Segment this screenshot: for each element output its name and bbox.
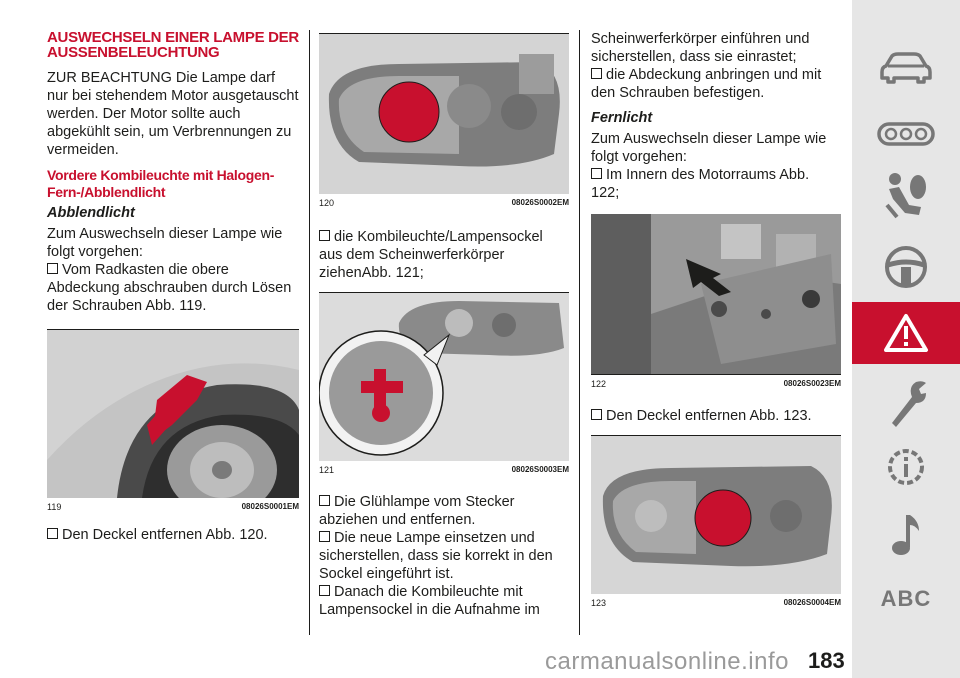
sidebar-item-dashboard[interactable] bbox=[852, 103, 960, 165]
checkbox-bullet-icon bbox=[47, 263, 58, 274]
sidebar-item-index[interactable]: ABC bbox=[852, 568, 960, 630]
figure-image bbox=[319, 34, 569, 194]
figure-number: 121 bbox=[319, 465, 335, 475]
checkbox-bullet-icon bbox=[47, 528, 58, 539]
step-item: Den Deckel entfernen Abb. 120. bbox=[47, 526, 299, 544]
figure-number: 119 bbox=[47, 502, 62, 512]
figure-code: 08026S0002EM bbox=[511, 198, 569, 207]
dashboard-icon bbox=[877, 122, 935, 146]
safety-note: ZUR BEACHTUNG Die Lampe darf nur bei ste… bbox=[47, 70, 299, 158]
sidebar-item-safety[interactable] bbox=[852, 165, 960, 227]
checkbox-bullet-icon bbox=[319, 495, 330, 506]
music-note-icon bbox=[892, 515, 919, 555]
checkbox-bullet-icon bbox=[591, 409, 602, 420]
watermark: carmanualsonline.info bbox=[545, 648, 789, 675]
sidebar-item-car[interactable] bbox=[852, 38, 960, 100]
figure-code: 08026S0004EM bbox=[783, 598, 841, 607]
page-number: 183 bbox=[808, 648, 845, 673]
checkbox-bullet-icon bbox=[319, 230, 330, 241]
sidebar-item-emergency[interactable] bbox=[852, 302, 960, 364]
checkbox-bullet-icon bbox=[319, 585, 330, 596]
figure-123: 123 08026S0004EM bbox=[591, 435, 841, 610]
steering-wheel-icon bbox=[885, 246, 927, 288]
column-divider bbox=[579, 30, 580, 635]
step-item: Danach die Kombileuchte mit Lampensockel… bbox=[319, 584, 540, 618]
figure-number: 122 bbox=[591, 379, 607, 389]
figure-code: 08026S0023EM bbox=[783, 379, 841, 388]
figure-image bbox=[319, 293, 569, 461]
sidebar-item-steering[interactable] bbox=[852, 236, 960, 298]
figure-number: 120 bbox=[319, 198, 335, 208]
high-beam-heading: Fernlicht bbox=[591, 110, 653, 126]
low-beam-intro: Zum Auswechseln dieser Lampe wie folgt v… bbox=[47, 226, 283, 260]
sidebar-item-multimedia[interactable] bbox=[852, 504, 960, 566]
column-divider bbox=[309, 30, 310, 635]
checkbox-bullet-icon bbox=[591, 168, 602, 179]
manual-page: AUSWECHSELN EINER LAMPE DER AUSSENBELEUC… bbox=[47, 30, 845, 675]
abc-index-icon: ABC bbox=[880, 586, 932, 611]
figure-code: 08026S0001EM bbox=[241, 502, 299, 511]
figure-code: 08026S0003EM bbox=[511, 465, 569, 474]
figure-119: 119 08026S0001EM bbox=[47, 329, 299, 514]
figure-121: 121 08026S0003EM bbox=[319, 292, 569, 477]
info-gear-icon bbox=[888, 449, 924, 485]
sidebar-item-technical-data[interactable] bbox=[852, 436, 960, 498]
figure-image bbox=[591, 214, 841, 374]
column-2: 120 08026S0002EM die Kombileuchte/Lampen… bbox=[319, 33, 569, 619]
step-item: Die neue Lampe einsetzen und sicherstell… bbox=[319, 530, 553, 582]
warning-triangle-icon bbox=[884, 314, 928, 352]
step-item: Im Innern des Motorraums Abb. 122; bbox=[591, 167, 810, 201]
column-3: Scheinwerferkörper einführen und sichers… bbox=[591, 30, 841, 610]
car-icon bbox=[880, 52, 932, 84]
high-beam-intro: Zum Auswechseln dieser Lampe wie folgt v… bbox=[591, 131, 827, 165]
step-item: die Abdeckung anbringen und mit den Schr… bbox=[591, 67, 822, 101]
checkbox-bullet-icon bbox=[591, 68, 602, 79]
airbag-safety-icon bbox=[885, 173, 926, 219]
step-item: Den Deckel entfernen Abb. 123. bbox=[591, 407, 841, 425]
step-item: Die Glühlampe vom Stecker abziehen und e… bbox=[319, 494, 515, 528]
step-item: die Kombileuchte/Lampensockel aus dem Sc… bbox=[319, 229, 543, 281]
section-title: AUSWECHSELN EINER LAMPE DER AUSSENBELEUC… bbox=[47, 29, 299, 61]
sub-heading: Vordere Kombileuchte mit Halogen-Fern-/A… bbox=[47, 167, 275, 200]
sidebar-item-maintenance[interactable] bbox=[852, 372, 960, 434]
figure-image bbox=[47, 330, 299, 498]
chapter-sidebar: ABC bbox=[852, 0, 960, 678]
figure-122: 122 08026S0023EM bbox=[591, 214, 841, 391]
low-beam-heading: Abblendlicht bbox=[47, 205, 135, 221]
figure-120: 120 08026S0002EM bbox=[319, 33, 569, 210]
figure-image bbox=[591, 436, 841, 594]
step-item: Vom Radkasten die obere Abdeckung abschr… bbox=[47, 262, 292, 314]
checkbox-bullet-icon bbox=[319, 531, 330, 542]
wrench-icon bbox=[892, 381, 926, 427]
figure-number: 123 bbox=[591, 598, 607, 608]
step-continuation: Scheinwerferkörper einführen und sichers… bbox=[591, 31, 810, 65]
column-1: AUSWECHSELN EINER LAMPE DER AUSSENBELEUC… bbox=[47, 30, 299, 544]
